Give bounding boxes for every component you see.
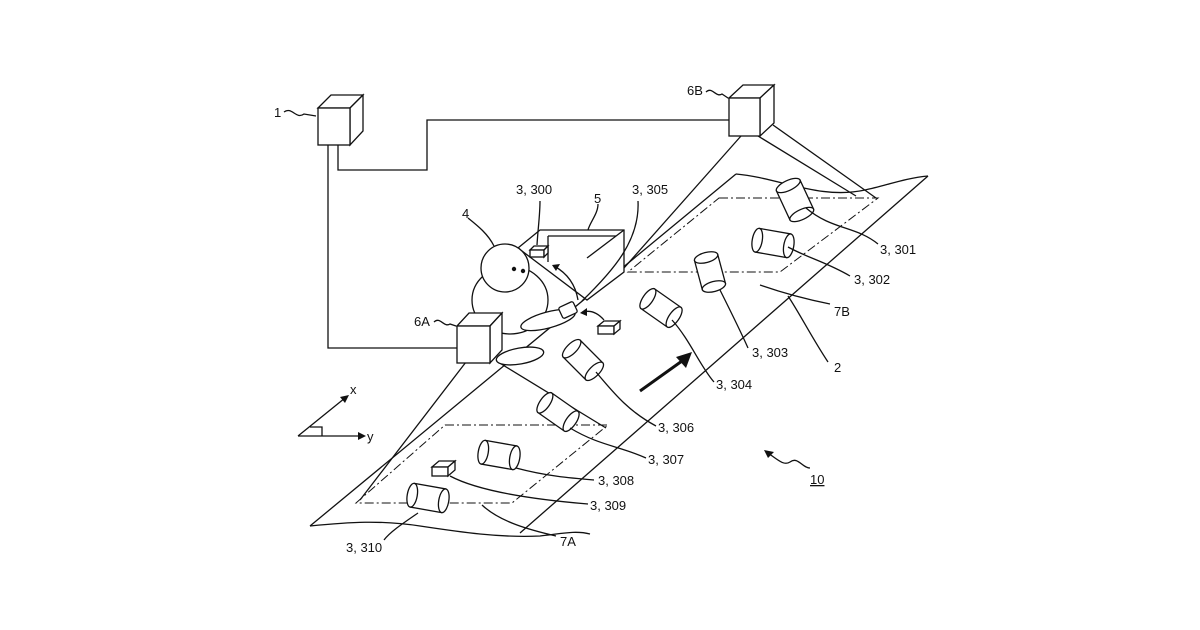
label-operator: 4: [462, 206, 469, 221]
label-conveyor: 2: [834, 360, 841, 375]
controller-box: [318, 95, 363, 145]
label-p305: 3, 305: [632, 182, 668, 197]
label-p309: 3, 309: [590, 498, 626, 513]
camera-6b: [729, 85, 774, 136]
label-p307: 3, 307: [648, 452, 684, 467]
item-box-300: [530, 246, 548, 257]
item-cylinder-308: [476, 440, 522, 471]
item-cylinder-302: [750, 228, 796, 259]
wire-ctrl-to-6a: [328, 145, 457, 348]
label-ctrl: 1: [274, 105, 281, 120]
label-region-b: 7B: [834, 304, 850, 319]
item-cylinder-303: [693, 250, 727, 295]
axis-indicator: [298, 395, 366, 440]
label-p301: 3, 301: [880, 242, 916, 257]
label-p310: 3, 310: [346, 540, 382, 555]
label-axis-x: x: [350, 382, 357, 397]
item-box-309: [432, 461, 455, 476]
camera-6a: [457, 313, 502, 363]
item-cylinder-304: [637, 286, 685, 330]
label-axis-y: y: [367, 429, 374, 444]
item-box-small: [598, 321, 620, 334]
label-cam-a: 6A: [414, 314, 430, 329]
label-p304: 3, 304: [716, 377, 752, 392]
label-region-a: 7A: [560, 534, 576, 549]
label-p303: 3, 303: [752, 345, 788, 360]
label-p306: 3, 306: [658, 420, 694, 435]
label-p300: 3, 300: [516, 182, 552, 197]
label-cam-b: 6B: [687, 83, 703, 98]
wire-ctrl-to-6b: [338, 120, 729, 170]
label-bin: 5: [594, 191, 601, 206]
label-system: 10: [810, 472, 824, 487]
label-p302: 3, 302: [854, 272, 890, 287]
conveyor-direction-arrow: [640, 352, 692, 391]
item-cylinder-310: [405, 483, 451, 514]
label-p308: 3, 308: [598, 473, 634, 488]
item-cylinder-307: [534, 390, 582, 434]
